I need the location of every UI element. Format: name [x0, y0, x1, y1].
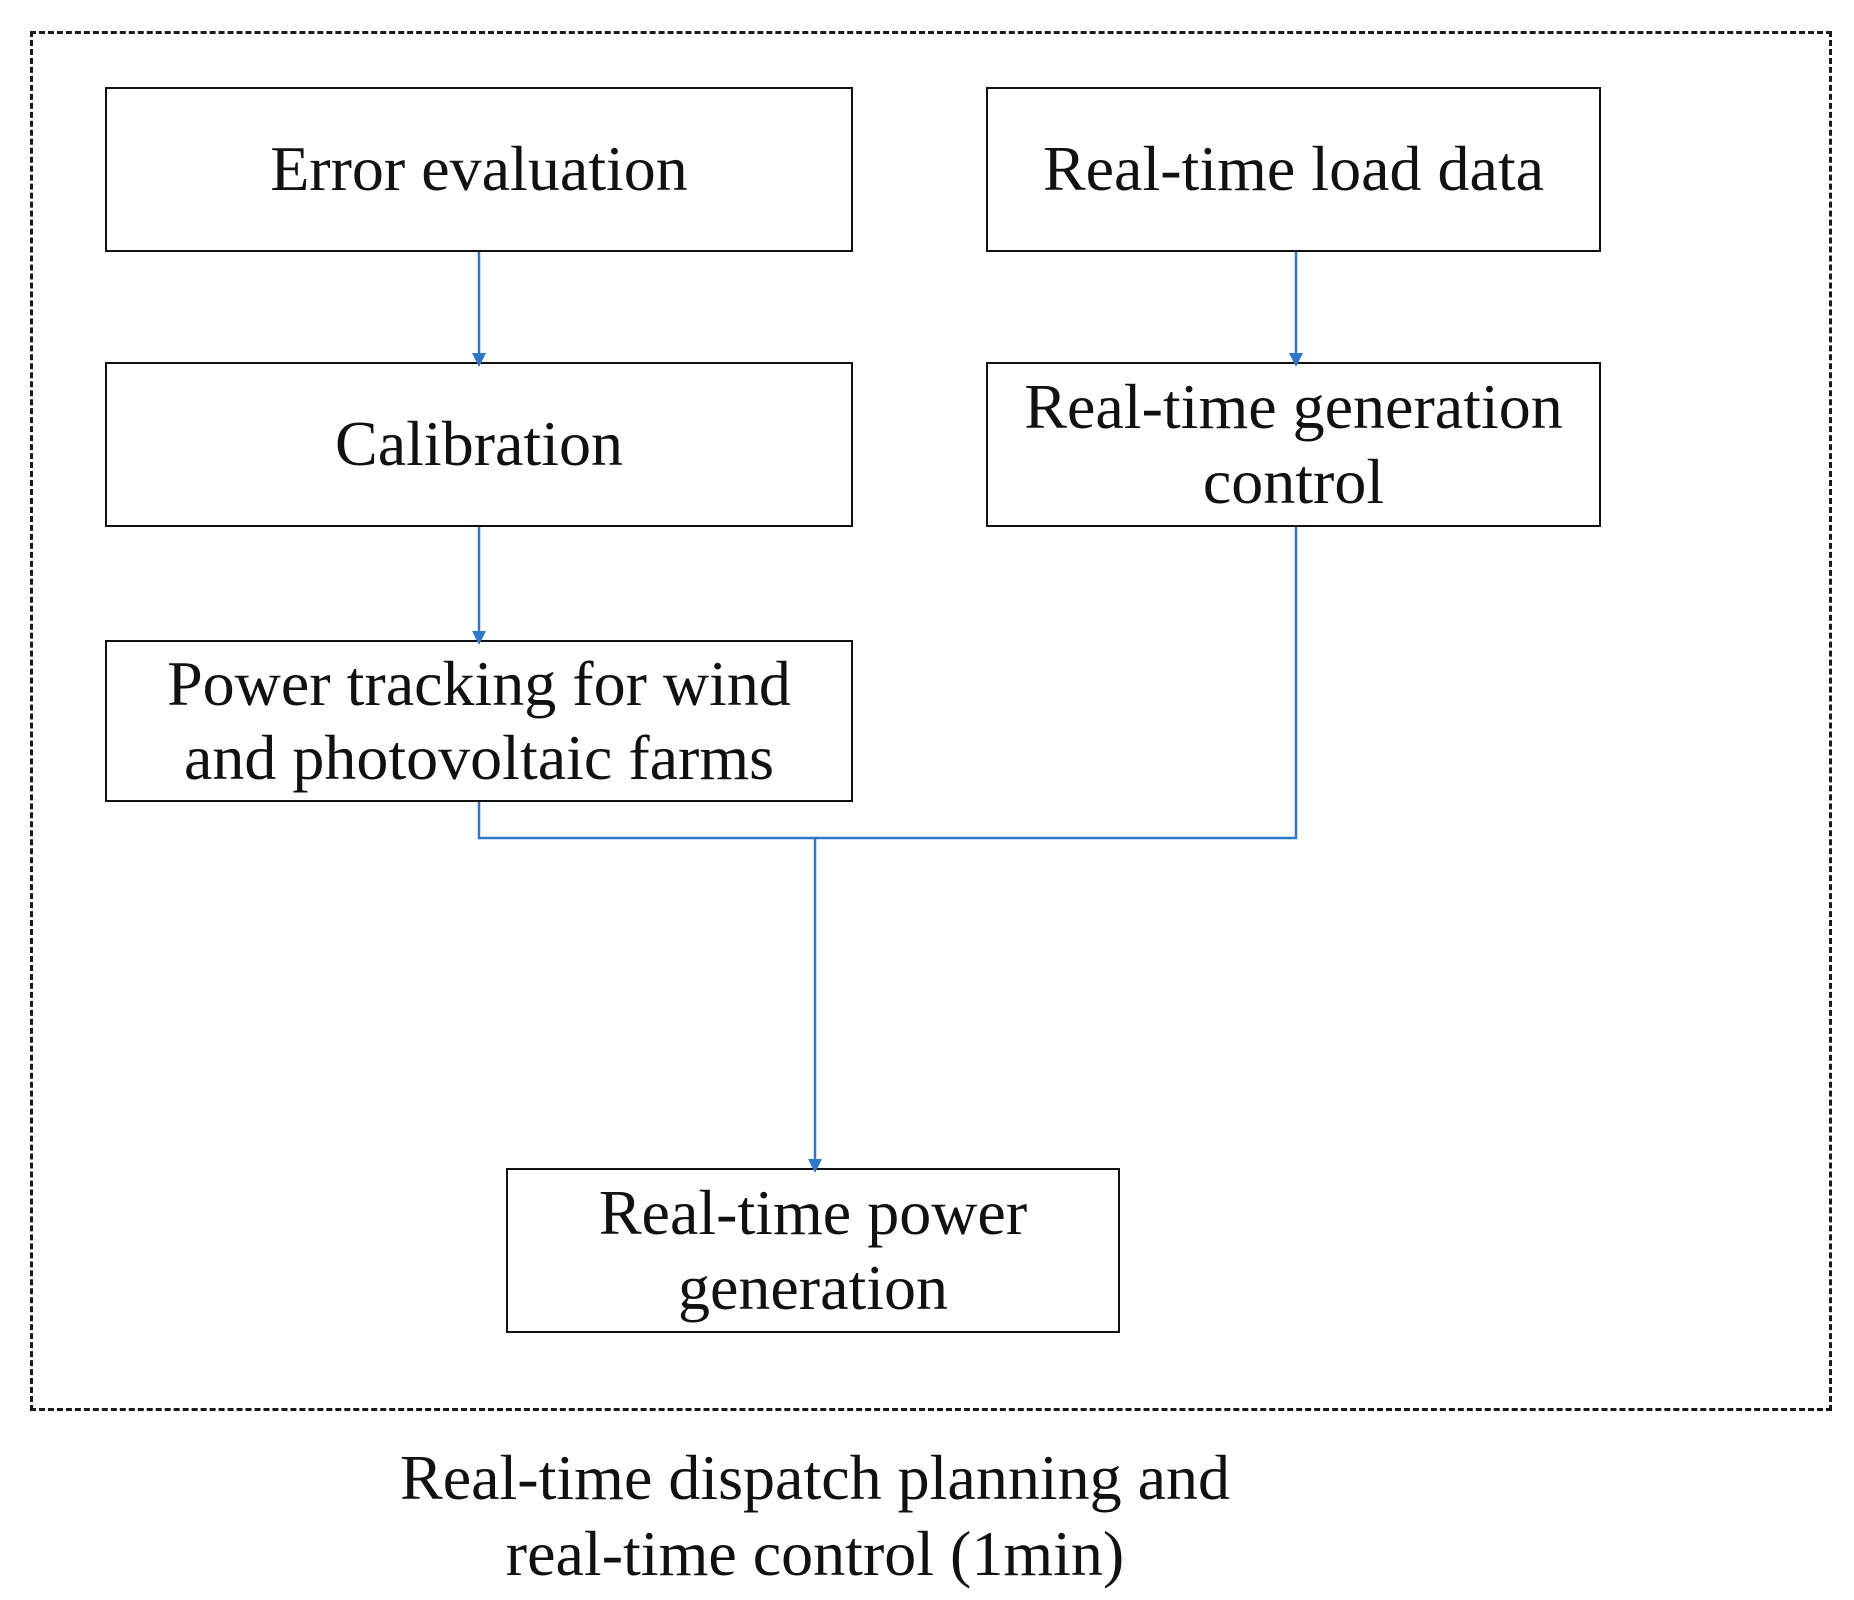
real-time-power-generation-box: Real-time power generation — [506, 1168, 1120, 1333]
connector-generation-control-to-junction — [815, 527, 1298, 840]
real-time-generation-control-box: Real-time generation control — [986, 362, 1601, 527]
power-tracking-box: Power tracking for wind and photovoltaic… — [105, 640, 853, 802]
real-time-load-data-box: Real-time load data — [986, 87, 1601, 252]
diagram-caption: Real-time dispatch planning and real-tim… — [400, 1442, 1230, 1589]
error-evaluation-label: Error evaluation — [270, 133, 688, 205]
real-time-load-data-label: Real-time load data — [1042, 133, 1545, 205]
calibration-label: Calibration — [335, 408, 623, 480]
power-tracking-label: Power tracking for wind and photovoltaic… — [167, 647, 791, 793]
calibration-box: Calibration — [105, 362, 853, 527]
dashed-group-frame — [30, 31, 1832, 1411]
real-time-power-generation-label: Real-time power generation — [598, 1177, 1028, 1323]
error-evaluation-box: Error evaluation — [105, 87, 853, 252]
real-time-generation-control-label: Real-time generation control — [1024, 371, 1563, 517]
connector-tracking-to-junction — [477, 802, 815, 840]
